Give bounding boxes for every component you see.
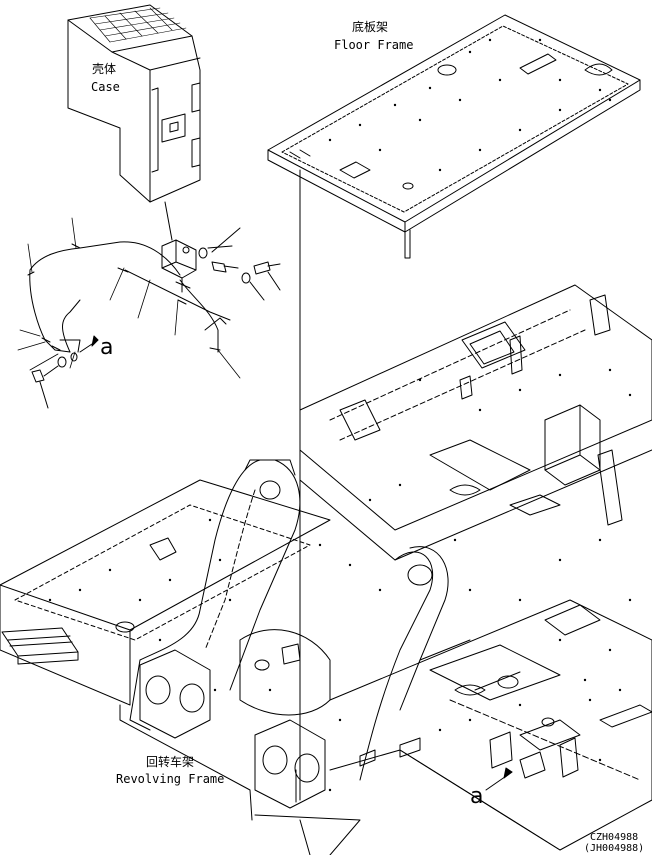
floor-frame-label-cn: 底板架 — [352, 20, 389, 34]
wire-harness — [27, 241, 231, 353]
detail-ref-label-bottom: a — [470, 784, 484, 809]
drawing-code-secondary: (JH004988) — [584, 843, 645, 854]
case-connector-line — [164, 201, 173, 241]
bolt-harness — [31, 352, 78, 409]
floor-frame-part — [267, 14, 641, 259]
revolving-frame-part — [0, 284, 652, 855]
leader-lines-harness — [17, 217, 241, 379]
case-vent-pattern — [89, 7, 187, 43]
bolt-upper — [198, 227, 241, 273]
case-label-cn: 壳体 — [92, 62, 117, 76]
bolt-lower — [207, 245, 281, 301]
detail-arrow-bottom — [485, 767, 513, 791]
case-label-en: Case — [91, 80, 120, 94]
revolving-frame-rivets — [48, 368, 632, 792]
revolving-frame-label-cn: 回转车架 — [146, 755, 195, 769]
revolving-frame-label-en: Revolving Frame — [116, 772, 225, 786]
floor-frame-rivets — [328, 38, 612, 172]
mounting-bracket — [161, 239, 197, 293]
case-part — [67, 4, 201, 203]
detail-ref-label-top: a — [100, 335, 114, 360]
detail-arrow-top — [79, 335, 99, 353]
drawing-code: CZH04988 — [590, 832, 639, 843]
floor-frame-label-en: Floor Frame — [334, 38, 414, 52]
